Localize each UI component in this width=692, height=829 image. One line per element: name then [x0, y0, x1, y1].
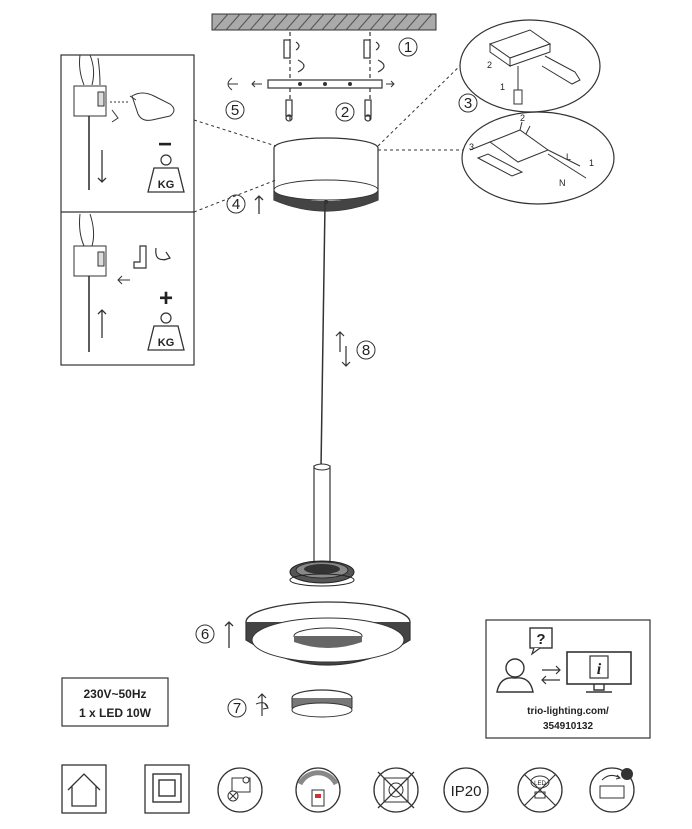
wiring-label-3: 3 [469, 142, 474, 152]
info-letter: i [597, 661, 602, 678]
ceiling [211, 13, 437, 31]
question-bubble-icon: ? [529, 627, 553, 656]
step-8-marker [356, 340, 376, 360]
wiring-label-1a: 1 [500, 82, 505, 92]
wiring-label-2a: 2 [487, 60, 492, 70]
detail-connectors [193, 55, 471, 213]
step-5-number: 5 [231, 102, 239, 119]
dimmable-icon [295, 767, 341, 813]
wiring-label-2b: 2 [520, 113, 525, 123]
step-6-marker: 6 [195, 621, 234, 648]
driver-replaceable-icon [589, 767, 635, 813]
step-2-marker: 2 [335, 102, 355, 122]
replaceable-light-source-icon [217, 767, 263, 813]
help-box: ? i trio-lighting.com/ 354910132 [485, 619, 651, 739]
step-2-number: 2 [341, 104, 349, 121]
step-1-number: 1 [404, 39, 412, 56]
mounting-bracket [227, 77, 395, 91]
ip-rating: IP20 [451, 783, 482, 800]
lamp-stem [313, 463, 331, 563]
kg-label-bottom: KG [158, 337, 175, 349]
lamp-shade [245, 601, 411, 666]
step-7-marker: 7 [227, 693, 269, 718]
wiring-label-N: N [559, 178, 566, 188]
terminal-detail-bottom: 2 3 L N 1 [461, 111, 615, 205]
release-cable-illustration [73, 54, 175, 190]
dowels-and-screws [283, 32, 385, 122]
not-dimmable-icon [373, 767, 419, 813]
spec-box: 230V~50Hz 1 x LED 10W [61, 677, 169, 727]
wiring-label-1b: 1 [589, 158, 594, 168]
step-1-marker: 1 [398, 37, 418, 57]
plus-sign: + [159, 285, 173, 312]
wiring-label-L: L [566, 152, 571, 162]
suspension-cable: 8 [320, 203, 376, 469]
help-article-number: 354910132 [543, 721, 593, 732]
step-4-number: 4 [232, 196, 240, 213]
ip-rating-icon: IP20 [443, 767, 489, 813]
protection-class-ii-icon [144, 764, 190, 814]
diffuser-cover [291, 689, 353, 718]
step-5-marker: 5 [225, 100, 245, 120]
question-mark: ? [536, 631, 545, 648]
step-7-number: 7 [233, 700, 241, 717]
monitor-info-icon: i [566, 651, 632, 693]
step-3-marker: 3 [458, 93, 478, 113]
led-module [289, 560, 355, 587]
ceiling-canopy [273, 137, 379, 212]
cable-adjust-panel: − KG + KG [60, 54, 195, 366]
kg-label-top: KG [158, 179, 175, 191]
spec-led: 1 x LED 10W [79, 706, 152, 720]
led-not-replaceable-icon: LED [517, 767, 563, 813]
step-3-number: 3 [464, 95, 472, 112]
spec-voltage: 230V~50Hz [83, 687, 146, 701]
exchange-arrows-icon [541, 665, 561, 685]
terminal-detail-top: 2 1 [459, 19, 601, 113]
weight-plus: + KG [147, 285, 185, 351]
minus-sign: − [158, 131, 172, 158]
help-url: trio-lighting.com/ [527, 706, 609, 717]
indoor-use-icon [61, 764, 107, 814]
step-8-number: 8 [362, 342, 370, 359]
user-icon [496, 658, 534, 693]
step-6-number: 6 [201, 626, 209, 643]
led-label: LED [534, 781, 546, 787]
step-4-marker: 4 [226, 194, 264, 214]
secure-cable-illustration [73, 213, 171, 352]
weight-minus: − KG [147, 131, 185, 193]
symbol-row: IP20 LED [61, 764, 635, 814]
